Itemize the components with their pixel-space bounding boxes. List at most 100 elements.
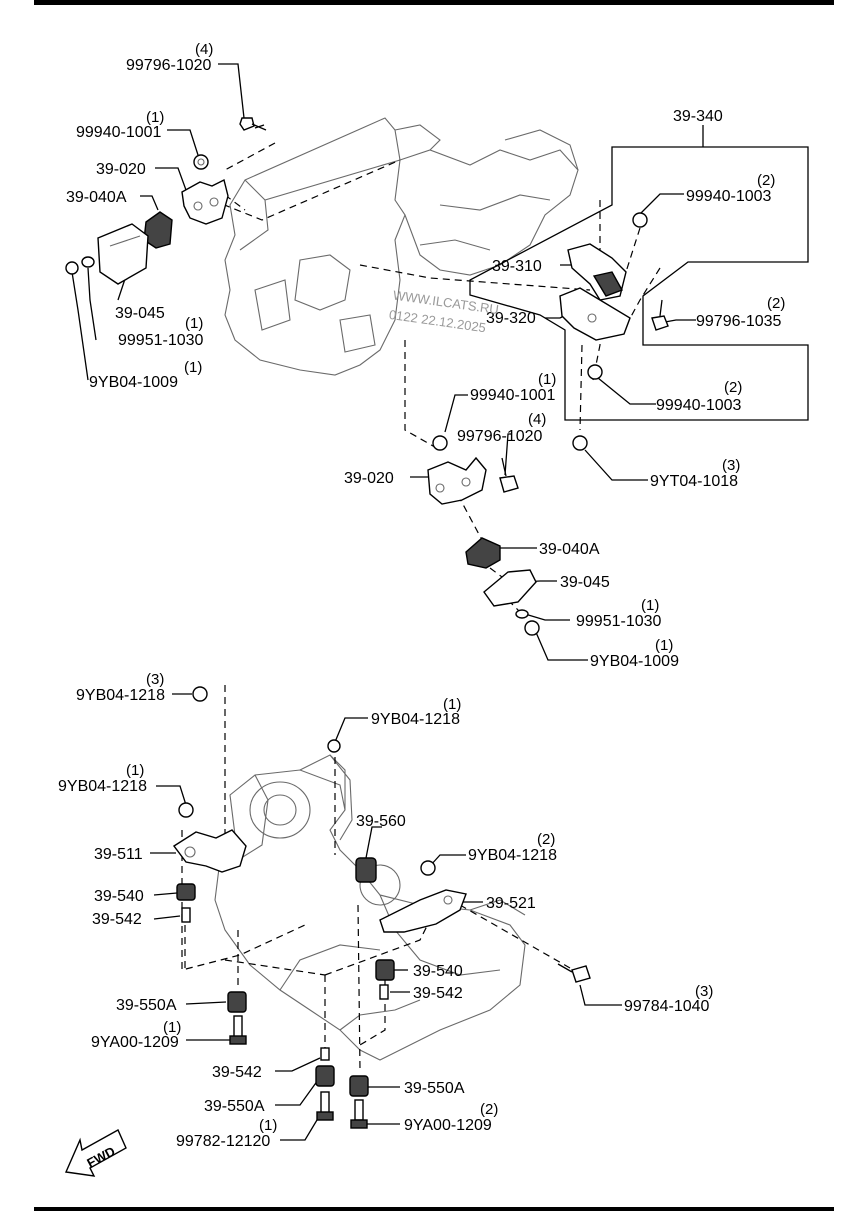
bracket-39-020-top (181, 178, 229, 225)
bolt-99782-12120 (316, 1091, 334, 1121)
label-9YA00-1209-b: 9YA00-1209 (404, 1117, 492, 1134)
label-39-045-top: 39-045 (115, 305, 165, 322)
label-39-020-mid: 39-020 (344, 470, 394, 487)
label-9YB04-1218-d: 9YB04-1218 (468, 847, 557, 864)
label-39-040A-top: 39-040A (66, 189, 127, 206)
label-99796-1020-mid: 99796-1020 (457, 428, 543, 445)
label-39-560: 39-560 (356, 813, 406, 830)
nut-99940-1003-b (587, 364, 603, 380)
qty-9YB04-1009-mid: (1) (655, 637, 673, 654)
label-39-511: 39-511 (94, 846, 143, 863)
insulator-39-550A-b (315, 1065, 335, 1087)
label-9YB04-1218-c: 9YB04-1218 (58, 778, 147, 795)
qty-99796-1020-mid: (4) (528, 411, 546, 428)
bolt-99796-1020-top (239, 117, 267, 131)
label-39-320: 39-320 (486, 310, 536, 327)
parts-lower (172, 686, 591, 1129)
insulator-39-550A-a (227, 991, 247, 1013)
qty-9YB04-1009-top: (1) (184, 359, 202, 376)
parts-middle (427, 435, 540, 636)
qty-99782-12120: (1) (259, 1117, 277, 1134)
parts-upper-left (65, 117, 267, 285)
nut-99940-1001-top (193, 154, 209, 170)
top-border-bar (34, 0, 834, 5)
nut-9YB04-1009-mid (524, 620, 540, 636)
label-39-040A-mid: 39-040A (539, 541, 600, 558)
qty-9YB04-1218-c: (1) (126, 762, 144, 779)
label-99940-1003-b: 99940-1003 (656, 397, 742, 414)
qty-99951-1030-top: (1) (185, 315, 203, 332)
insulator-39-540-a (176, 883, 196, 901)
bottom-border-bar (34, 1207, 834, 1211)
label-9YB04-1218-a: 9YB04-1218 (76, 687, 165, 704)
qty-99940-1003-b: (2) (724, 379, 742, 396)
label-39-045-mid: 39-045 (560, 574, 610, 591)
label-99940-1001-mid: 99940-1001 (470, 387, 556, 404)
damper-39-040A-mid (465, 537, 501, 569)
bolt-9YA00-1209-a (229, 1015, 247, 1045)
pin-39-542-c (320, 1047, 330, 1061)
nut-9YB04-1218-c (178, 802, 194, 818)
nut-9YB04-1218-a (192, 686, 208, 702)
qty-99796-1020-top: (4) (195, 41, 213, 58)
forward-direction-arrow: FWD (64, 1129, 127, 1177)
qty-99940-1001-mid: (1) (538, 371, 556, 388)
label-9YT04-1018: 9YT04-1018 (650, 473, 738, 490)
nut-9YB04-1218-b (327, 739, 341, 753)
label-39-550A-a: 39-550A (116, 997, 177, 1014)
nut-99940-1003-a (632, 212, 648, 228)
qty-99940-1001-top: (1) (146, 109, 164, 126)
label-39-540-b: 39-540 (413, 963, 463, 980)
label-39-542-c: 39-542 (212, 1064, 262, 1081)
nut-9YT04-1018 (572, 435, 588, 451)
engine-block-outline (224, 117, 579, 376)
bolt-99784-1040 (557, 963, 591, 983)
label-9YA00-1209-a: 9YA00-1209 (91, 1034, 179, 1051)
label-99796-1035: 99796-1035 (696, 313, 782, 330)
transmission-outline (214, 754, 526, 1061)
parts-39-340-group (559, 212, 669, 451)
leader-lines (71, 63, 696, 1141)
label-99951-1030-mid: 99951-1030 (576, 613, 662, 630)
insulator-39-540-b (375, 959, 395, 981)
label-99784-1040: 99784-1040 (624, 998, 710, 1015)
label-99940-1001-top: 99940-1001 (76, 124, 162, 141)
label-99951-1030-top: 99951-1030 (118, 332, 204, 349)
part-number-labels: (4) 99796-1020 (1) 99940-1001 39-020 39-… (58, 41, 785, 1150)
label-39-020-top: 39-020 (96, 161, 146, 178)
bolt-9YA00-1209-b (350, 1099, 368, 1129)
qty-99951-1030-mid: (1) (641, 597, 659, 614)
bolt-99796-1020-mid (499, 457, 519, 493)
label-39-340: 39-340 (673, 108, 723, 125)
washer-99951-1030-top (81, 256, 95, 268)
label-39-550A-c: 39-550A (404, 1080, 465, 1097)
bracket-39-020-mid (427, 456, 487, 505)
label-39-310: 39-310 (492, 258, 542, 275)
label-39-542-b: 39-542 (413, 985, 463, 1002)
qty-99796-1035: (2) (767, 295, 785, 312)
mount-39-045-mid (483, 569, 537, 607)
bracket-39-521 (379, 889, 467, 933)
insulator-39-550A-c (349, 1075, 369, 1097)
label-39-542-a: 39-542 (92, 911, 142, 928)
qty-9YB04-1218-b: (1) (443, 696, 461, 713)
qty-9YB04-1218-d: (2) (537, 831, 555, 848)
mount-39-045-top (97, 223, 149, 285)
bracket-39-511 (172, 829, 247, 873)
group-39-340-frame (469, 146, 809, 421)
qty-9YA00-1209-b: (2) (480, 1101, 498, 1118)
label-39-540-a: 39-540 (94, 888, 144, 905)
label-39-550A-b: 39-550A (204, 1098, 265, 1115)
label-99782-12120: 99782-12120 (176, 1133, 270, 1150)
qty-99940-1003-a: (2) (757, 172, 775, 189)
label-9YB04-1009-mid: 9YB04-1009 (590, 653, 679, 670)
nut-99940-1001-mid (432, 435, 448, 451)
watermark: WWW.ILCATS.RU 0122 22.12.2025 (388, 287, 500, 335)
bracket-39-320 (559, 287, 631, 341)
label-99796-1020-top: 99796-1020 (126, 57, 212, 74)
pin-39-542-b (379, 984, 389, 1000)
label-9YB04-1009-top: 9YB04-1009 (89, 374, 178, 391)
nut-9YB04-1218-d (420, 860, 436, 876)
label-99940-1003-a: 99940-1003 (686, 188, 772, 205)
